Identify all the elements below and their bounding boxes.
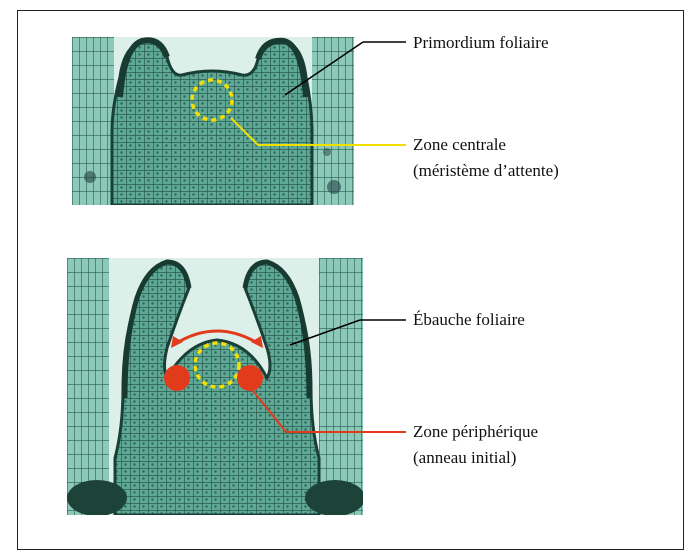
label-primordium: Primordium foliaire — [413, 31, 549, 55]
peripheral-zone-dot-left — [164, 365, 190, 391]
label-leaf-sketch: Ébauche foliaire — [413, 308, 525, 332]
label-central-zone: Zone centrale — [413, 133, 506, 157]
label-peripheral-zone: Zone périphérique — [413, 420, 538, 444]
peripheral-zone-dot-right — [237, 365, 263, 391]
top-micrograph — [72, 37, 354, 205]
bottom-micrograph — [67, 258, 363, 515]
label-central-zone-sub: (méristème d’attente) — [413, 159, 559, 183]
label-peripheral-zone-sub: (anneau initial) — [413, 446, 516, 470]
